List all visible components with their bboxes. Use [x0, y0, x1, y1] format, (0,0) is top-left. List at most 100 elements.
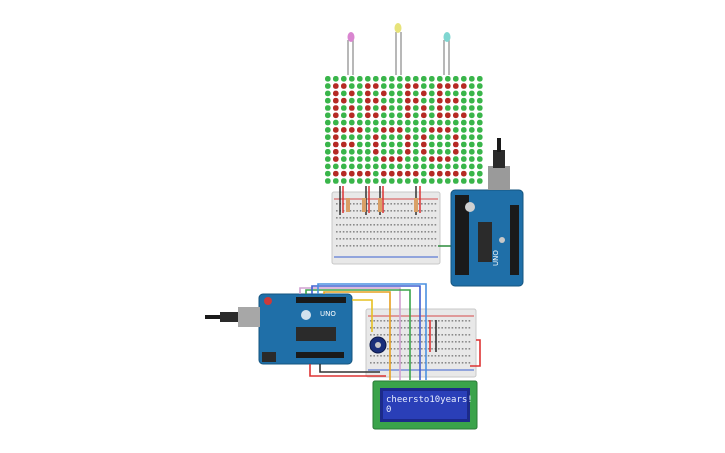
breadboard-bottom[interactable] — [365, 308, 477, 378]
breadboard-hole — [383, 355, 386, 357]
breadboard-hole — [393, 341, 396, 343]
led-on — [397, 170, 403, 177]
potentiometer[interactable] — [369, 336, 387, 354]
led-off — [461, 156, 467, 162]
led-off — [469, 163, 475, 170]
indicator-led-cyan[interactable] — [443, 32, 451, 75]
breadboard-hole — [410, 362, 413, 364]
breadboard-hole — [380, 217, 382, 219]
led-off — [429, 97, 435, 104]
breadboard-hole — [380, 362, 382, 364]
breadboard-hole — [441, 348, 443, 350]
breadboard-hole — [376, 231, 379, 233]
led-off — [421, 170, 427, 177]
led-off — [413, 105, 419, 111]
led-off — [333, 76, 339, 82]
led-on — [421, 141, 427, 148]
breadboard-hole — [410, 334, 413, 336]
led-off — [429, 119, 435, 126]
breadboard-hole — [336, 231, 338, 233]
led-off — [389, 97, 395, 104]
led-off — [389, 134, 395, 140]
breadboard-hole — [458, 348, 460, 350]
breadboard-hole — [390, 238, 392, 240]
led-off — [341, 76, 347, 82]
led-off — [357, 76, 363, 82]
breadboard-hole — [451, 362, 454, 364]
breadboard-hole — [383, 245, 386, 247]
led-off — [389, 90, 395, 97]
led-off — [445, 141, 451, 148]
led-off — [461, 119, 467, 126]
led-off — [421, 156, 427, 162]
led-off — [341, 134, 347, 140]
led-on — [349, 105, 355, 111]
led-off — [477, 119, 483, 126]
breadboard-hole — [404, 362, 406, 364]
breadboard-hole — [346, 231, 348, 233]
led-on — [349, 141, 355, 148]
lcd-display[interactable]: cheersto10years! 0 — [372, 380, 478, 430]
led-off — [325, 141, 331, 148]
led-on — [453, 112, 459, 119]
breadboard-hole — [353, 224, 355, 226]
arduino-uno-top[interactable]: UNO — [450, 189, 524, 287]
breadboard-hole — [404, 245, 406, 247]
led-off — [469, 119, 475, 126]
led-off — [477, 97, 483, 104]
led-on — [349, 112, 355, 119]
led-on — [421, 90, 427, 97]
breadboard-hole — [363, 238, 365, 240]
breadboard-hole — [373, 245, 375, 247]
breadboard-hole — [346, 238, 348, 240]
led-on — [453, 83, 459, 89]
led-off — [325, 105, 331, 111]
indicator-led-pink[interactable] — [347, 32, 355, 75]
led-off — [389, 112, 395, 119]
led-off — [325, 178, 331, 184]
breadboard-hole — [390, 203, 392, 205]
led-off — [461, 90, 467, 97]
breadboard-hole — [336, 224, 338, 226]
led-off — [381, 119, 387, 126]
led-off — [469, 97, 475, 104]
breadboard-hole — [427, 203, 430, 205]
led-off — [405, 163, 411, 170]
breadboard-hole — [417, 334, 420, 336]
breadboard-top[interactable] — [331, 191, 441, 265]
breadboard-hole — [421, 210, 423, 212]
indicator-led-yellow[interactable] — [394, 23, 402, 75]
led-off — [429, 178, 435, 184]
led-on — [445, 170, 451, 177]
breadboard-hole — [410, 231, 413, 233]
breadboard-hole — [458, 362, 460, 364]
led-on — [421, 112, 427, 119]
led-on — [413, 170, 419, 177]
breadboard-hole — [434, 362, 437, 364]
breadboard-hole — [448, 348, 450, 350]
breadboard-hole — [359, 203, 362, 205]
breadboard-hole — [407, 238, 409, 240]
led-on — [341, 127, 347, 133]
led-off — [357, 156, 363, 162]
led-on — [453, 97, 459, 104]
resistors-top[interactable] — [346, 198, 418, 212]
arduino-uno-bottom[interactable]: UNO — [258, 293, 353, 365]
breadboard-hole — [417, 217, 420, 219]
breadboard-hole — [366, 245, 369, 247]
breadboard-hole — [393, 245, 396, 247]
breadboard-hole — [441, 355, 443, 357]
breadboard-hole — [414, 245, 416, 247]
led-off — [469, 76, 475, 82]
breadboard-hole — [417, 355, 420, 357]
led-off — [373, 170, 379, 177]
breadboard-hole — [390, 231, 392, 233]
breadboard-hole — [427, 362, 430, 364]
led-off — [365, 141, 371, 148]
led-matrix[interactable] — [325, 76, 483, 184]
led-off — [461, 127, 467, 133]
led-off — [461, 105, 467, 111]
breadboard-hole — [336, 210, 338, 212]
led-off — [477, 90, 483, 97]
